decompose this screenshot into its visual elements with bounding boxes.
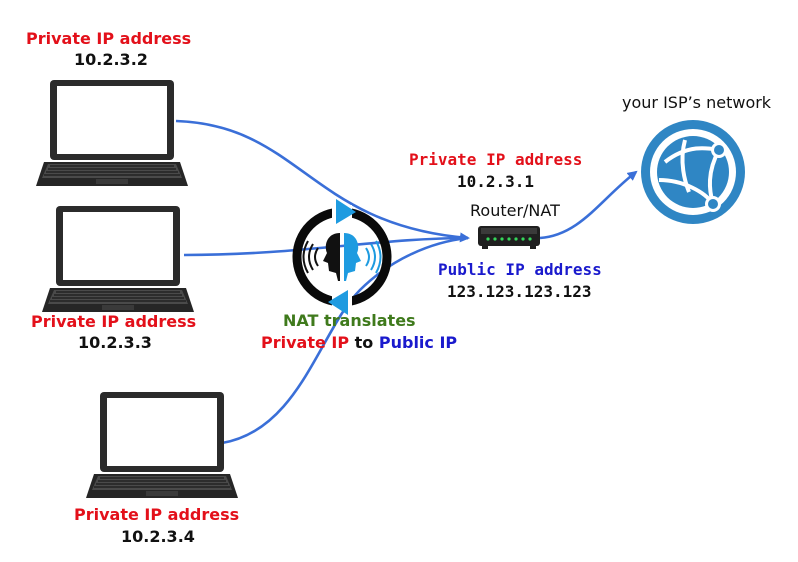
laptop3-caption: Private IP address [74,505,240,524]
link-laptop1-router [175,119,470,243]
nat-connector: to [354,333,374,352]
laptop-icon [35,79,189,187]
laptop-icon [41,205,195,313]
nat-description: Private IP to Public IP [261,333,457,352]
nat-to: Public IP [378,333,458,352]
isp-label: your ISP’s network [622,93,772,112]
router-icon [478,226,540,249]
link-router-isp [539,170,638,240]
nat-title: NAT translates [283,311,416,330]
router-private-ip: 10.2.3.1 [457,172,535,191]
laptop1-caption: Private IP address [26,29,192,48]
laptop1-ip: 10.2.3.2 [74,50,148,69]
router-public-caption: Public IP address [438,260,602,279]
laptop2-caption: Private IP address [31,312,197,331]
globe-network-icon [641,120,745,224]
laptop3-ip: 10.2.3.4 [121,527,195,546]
router-label: Router/NAT [470,201,560,220]
router-private-caption: Private IP address [409,150,583,169]
nat-translate-icon [292,199,392,315]
router-public-ip: 123.123.123.123 [447,282,592,301]
nat-from: Private IP [261,333,350,352]
laptop-icon [85,391,239,499]
laptop2-ip: 10.2.3.3 [78,333,152,352]
